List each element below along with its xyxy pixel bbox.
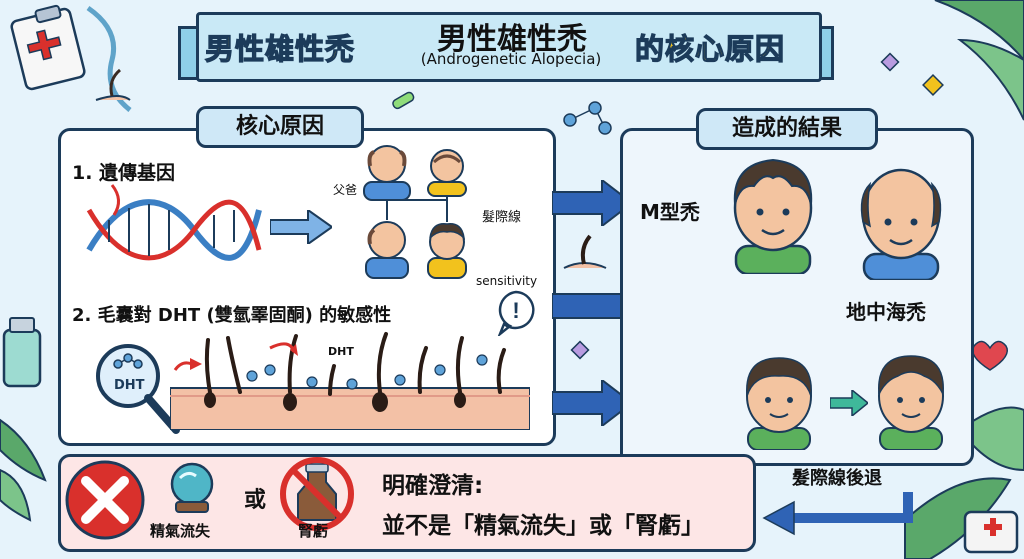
molecule-icon [563, 101, 612, 135]
follicle-icon [95, 68, 131, 101]
family-tree [363, 145, 467, 279]
arrow-to-receding [552, 380, 632, 426]
father-avatar [363, 145, 411, 201]
title-banner [178, 6, 834, 94]
father-label: 父爸 [333, 183, 358, 197]
receding-before-avatar [746, 357, 812, 450]
dht-scalp-label: DHT [328, 345, 354, 358]
banner-right-title: 的核心原因 [634, 31, 786, 66]
cause2-label: 2. 毛囊對 DHT (雙氫睪固酮) 的敏感性 [72, 305, 392, 326]
receding-after-avatar [878, 355, 944, 450]
hairline-label: 髮際線 [482, 210, 522, 225]
scalp-follicles [170, 332, 530, 430]
banner-box [196, 12, 822, 82]
sensitivity-label: sensitivity [476, 274, 538, 288]
magnifier-dht-text: DHT [114, 378, 145, 393]
leaf-cluster-topright [934, 0, 1024, 121]
m-type-label: M型禿 [640, 200, 700, 224]
core-causes-header: 核心原因 [196, 106, 364, 148]
banner-center-title: 男性雄性禿 [437, 22, 587, 57]
banner-left-title: 男性雄性禿 [204, 31, 356, 66]
heart-icon [972, 340, 1008, 371]
svg-text:!: ! [512, 298, 519, 323]
arrow-to-m-type [552, 180, 632, 226]
follicle-small-icon [563, 234, 607, 269]
receding-arrow [830, 390, 868, 416]
results-header: 造成的結果 [696, 108, 878, 150]
arrow-back-to-clarify [762, 492, 913, 536]
son-hairline-avatar [427, 223, 467, 279]
grandfather-avatar [427, 149, 467, 197]
red-x-icon [65, 460, 145, 540]
pill-icon-2 [922, 74, 944, 96]
first-aid-icon [963, 510, 1019, 554]
stethoscope-icon [86, 5, 132, 112]
clarify-title: 明確澄清: [382, 473, 484, 499]
dna-icon [86, 184, 262, 261]
myth-or-1: 或 [244, 488, 267, 513]
magnifier-icon [96, 344, 180, 434]
medicine-bottle-icon [2, 317, 42, 388]
diamond-icon-2 [570, 340, 590, 360]
potion-bottle-icon [280, 457, 354, 531]
son-bald-avatar [365, 221, 409, 279]
clipboard-icon [10, 4, 86, 91]
myth-item2-label: 腎虧 [298, 522, 329, 540]
receding-label: 髮際線後退 [792, 468, 882, 489]
leaf-cluster-left [0, 418, 47, 522]
cause1-label: 1. 遺傳基因 [72, 162, 176, 184]
leaf-cluster-bottomright [904, 406, 1024, 559]
diamond-icon [880, 52, 900, 72]
myth-item1-label: 精氣流失 [150, 522, 211, 540]
alert-bubble-icon: ! [497, 290, 535, 336]
crystal-ball-icon [170, 462, 214, 513]
arrow-genes-to-family [270, 210, 332, 244]
pill-icon [392, 91, 415, 110]
m-type-avatar [733, 158, 813, 274]
mediterranean-avatar [860, 168, 942, 280]
myth-box [58, 454, 756, 552]
mediterranean-label: 地中海禿 [846, 300, 926, 324]
clarify-text: 並不是「精氣流失」或「腎虧」 [382, 513, 704, 539]
banner-center-subtitle: (Androgenetic Alopecia) [420, 50, 602, 68]
